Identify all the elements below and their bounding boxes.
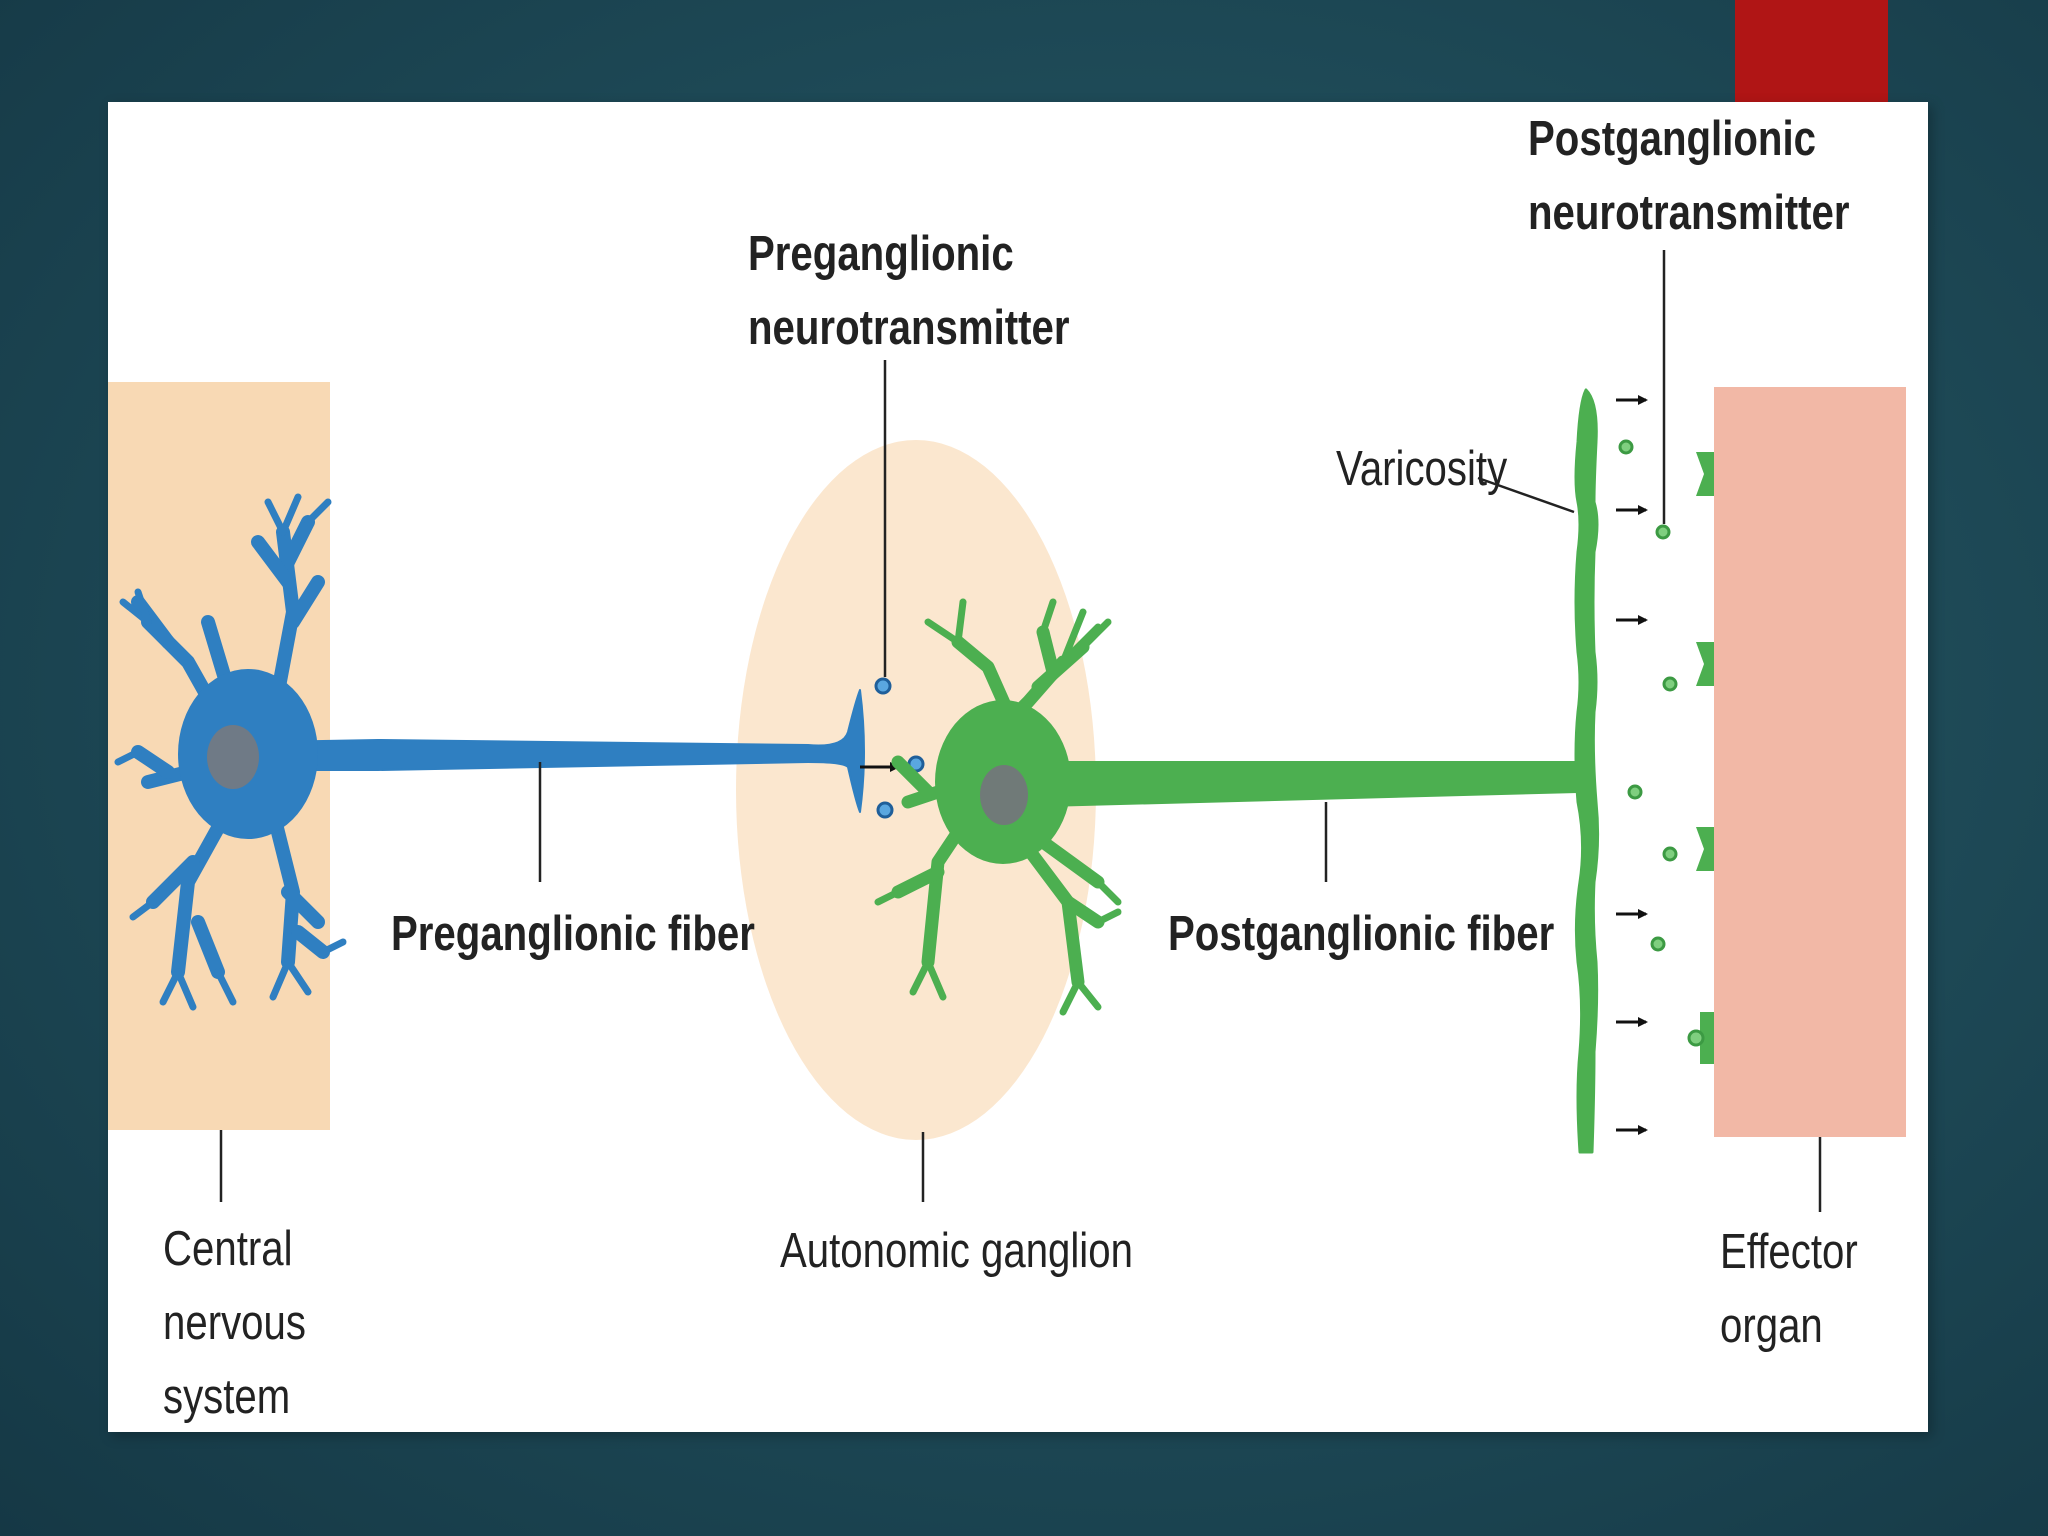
preganglionic-nucleus — [207, 725, 259, 789]
effector-receptor — [1696, 452, 1714, 496]
accent-tab — [1735, 0, 1888, 104]
preganglionic-dendrite-tips — [114, 493, 347, 1011]
preganglionic-fiber-label: Preganglionic fiber — [391, 907, 755, 961]
postganglionic-axon — [1007, 761, 1579, 808]
postganglionic-neurotransmitter-molecules — [1618, 439, 1678, 952]
postganglionic-dendrite-tips — [874, 598, 1122, 1016]
varicosity-label: Varicosity — [1336, 442, 1508, 496]
effector-receptor — [1700, 1012, 1714, 1064]
preganglionic-neuron — [114, 493, 865, 1011]
preganglionic-molecule — [876, 801, 894, 819]
preganglionic-neurotransmitter-label: Preganglionic neurotransmitter — [748, 227, 1070, 355]
effector-receptors — [1687, 452, 1714, 1064]
neuron-diagram-panel: Preganglionic neurotransmitter Postgangl… — [108, 102, 1928, 1432]
postganglionic-molecule — [1627, 784, 1643, 800]
effector-organ-label: Effector organ — [1720, 1225, 1858, 1353]
postganglionic-neurotransmitter-label: Postganglionic neurotransmitter — [1528, 112, 1850, 240]
effector-organ-region — [1714, 387, 1906, 1137]
autonomic-ganglion-label: Autonomic ganglion — [780, 1224, 1133, 1278]
effector-receptor — [1696, 642, 1714, 686]
effector-receptor-bound-molecule — [1687, 1029, 1705, 1047]
release-arrows — [1616, 395, 1648, 1135]
postganglionic-nucleus — [980, 765, 1028, 825]
central-nervous-system-label: Central nervous system — [163, 1222, 306, 1424]
leader-line-varicosity — [1477, 476, 1575, 514]
postganglionic-molecule — [1655, 524, 1671, 540]
postganglionic-fiber-label: Postganglionic fiber — [1168, 907, 1555, 961]
autonomic-ganglion-region — [736, 440, 1096, 1140]
neuron-diagram — [108, 250, 1906, 1212]
postganglionic-molecule — [1650, 936, 1666, 952]
postganglionic-molecule — [1662, 846, 1678, 862]
preganglionic-axon — [267, 689, 865, 813]
postganglionic-molecule — [1618, 439, 1634, 455]
effector-receptor — [1696, 827, 1714, 871]
leader-lines — [219, 250, 1822, 1212]
postganglionic-molecule — [1662, 676, 1678, 692]
preganglionic-molecule — [874, 677, 892, 695]
postganglionic-terminal — [1574, 388, 1600, 1154]
